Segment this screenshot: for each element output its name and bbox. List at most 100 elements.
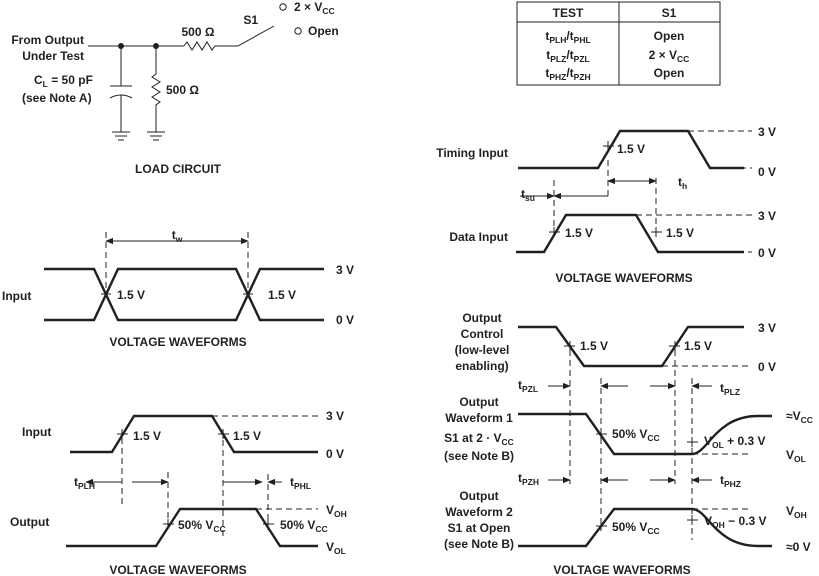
prop-vol: VOL​: [326, 540, 346, 556]
prop-voh: VOH​: [326, 503, 347, 519]
source-label-2: Under Test: [22, 49, 84, 63]
oc-3v: 3 V: [758, 321, 776, 335]
w1-label-3: (see Note B): [444, 449, 514, 463]
prop-input-waveform: [70, 414, 318, 454]
table-header-test: TEST: [553, 6, 584, 20]
prop-output-label: Output: [10, 515, 49, 529]
w1-level: 50% VCC​: [612, 427, 660, 443]
w1-vcc: ≈VCC​: [786, 409, 813, 425]
enable-disable-waveforms: Output Control (low-level enabling) 3 V …: [444, 311, 813, 576]
pulse-width-waveforms: Input 3 V 0 V tw​ 1.5 V 1.5 V VOLTAGE WA…: [2, 228, 354, 349]
w2-label-1: Waveform 2: [445, 505, 513, 519]
w2-level: 50% VCC​: [612, 520, 660, 536]
prop-3v: 3 V: [326, 409, 344, 423]
timing-input-label: Timing Input: [436, 146, 508, 160]
oc-label-1: Control: [461, 327, 504, 341]
table-row-s1-0: Open: [654, 29, 685, 43]
timing-panel-caption: VOLTAGE WAVEFORMS: [555, 271, 692, 285]
w2-label-2: S1 at Open: [448, 521, 511, 535]
w1-vol-plus: VOL​ + 0.3 V: [704, 434, 766, 450]
load-circuit: From Output Under Test 500 Ω S1 2 × VCC​…: [11, 0, 338, 176]
table-row-s1-2: Open: [654, 66, 685, 80]
timing-0v: 0 V: [758, 165, 776, 179]
w2-label-0: Output: [459, 489, 498, 503]
pulse-input-low: [44, 267, 324, 322]
prop-level-2: 1.5 V: [233, 429, 261, 443]
table-row-test-0: tPLH​/tPHL​: [545, 29, 590, 45]
pulse-level-2: 1.5 V: [268, 288, 296, 302]
tphl-label: tPHL​: [290, 475, 311, 491]
oc-label-0: Output: [462, 311, 501, 325]
tplh-label: tPLH​: [74, 475, 95, 491]
prop-out-level-2: 50% VCC​: [280, 518, 328, 534]
pulse-3v: 3 V: [336, 263, 354, 277]
cap-value: CL​ = 50 pF: [34, 73, 93, 89]
oc-label-2: (low-level: [455, 343, 510, 357]
w1-label-1: Waveform 1: [445, 411, 513, 425]
w2-voh: VOH​: [786, 504, 807, 520]
w1-label-0: Output: [459, 395, 498, 409]
res-ground: [147, 131, 165, 141]
w1-vol: VOL​: [786, 448, 806, 464]
prop-0v: 0 V: [326, 447, 344, 461]
data-3v: 3 V: [758, 209, 776, 223]
w2-zero: ≈0 V: [786, 540, 811, 554]
prop-panel-caption: VOLTAGE WAVEFORMS: [109, 563, 246, 576]
pulse-input-label: Input: [2, 289, 31, 303]
th-label: th​: [678, 175, 687, 191]
series-resistor: [183, 25, 275, 51]
output-waveform-1: [518, 412, 772, 456]
switch-pos-open-label: Open: [308, 24, 339, 38]
shunt-resistor: [151, 46, 161, 132]
switch-pos-open: [294, 27, 302, 35]
tpzl-label: tPZL​: [518, 378, 538, 394]
data-input-label: Data Input: [449, 230, 508, 244]
output-waveform-2: [518, 507, 772, 548]
enable-panel-caption: VOLTAGE WAVEFORMS: [553, 563, 690, 576]
table-row-test-2: tPHZ​/tPZH​: [545, 66, 590, 82]
oc-level-1: 1.5 V: [580, 339, 608, 353]
data-level-1: 1.5 V: [565, 226, 593, 240]
source-label-1: From Output: [11, 33, 84, 47]
data-level-2: 1.5 V: [666, 226, 694, 240]
series-resistor-label: 500 Ω: [182, 25, 215, 39]
tplz-label: tPLZ​: [720, 381, 740, 397]
prop-input-label: Input: [22, 425, 51, 439]
prop-out-level-1: 50% VCC​: [178, 518, 226, 534]
pulse-level-1: 1.5 V: [117, 288, 145, 302]
propagation-waveforms: Input 3 V 0 V 1.5 V 1.5 V tPLH​ tPHL​ Ou…: [10, 409, 347, 576]
s1-table: TEST S1 tPLH​/tPHL​ Open tPLZ​/tPZL​ 2 ×…: [516, 1, 721, 86]
switch-label: S1: [243, 13, 258, 27]
w2-label-3: (see Note B): [444, 537, 514, 551]
cap-note: (see Note A): [22, 91, 92, 105]
tsu-label: tsu​: [521, 187, 535, 203]
timing-level: 1.5 V: [617, 142, 645, 156]
tphz-label: tPHZ​: [720, 473, 741, 489]
shunt-resistor-label: 500 Ω: [166, 83, 199, 97]
timing-3v: 3 V: [758, 125, 776, 139]
table-row-test-1: tPLZ​/tPZL​: [546, 48, 589, 64]
switch-pos-vcc-label: 2 × VCC​: [294, 0, 335, 16]
oc-level-2: 1.5 V: [684, 339, 712, 353]
table-row-s1-1: 2 × VCC​: [649, 48, 690, 64]
w2-voh-minus: VOH​ − 0.3 V: [704, 514, 766, 530]
pulse-0v: 0 V: [336, 313, 354, 327]
prop-output-waveform: [66, 507, 318, 548]
table-header-s1: S1: [662, 6, 677, 20]
setup-hold-waveforms: Timing Input 3 V 0 V 1.5 V Data Input 3 …: [436, 125, 776, 285]
oc-0v: 0 V: [758, 360, 776, 374]
pulse-panel-caption: VOLTAGE WAVEFORMS: [109, 335, 246, 349]
output-control-waveform: [518, 325, 744, 368]
switch-pos-vcc: [279, 3, 287, 11]
data-input-waveform: [516, 213, 744, 254]
w1-label-2: S1 at 2 · VCC​: [444, 431, 514, 447]
load-circuit-caption: LOAD CIRCUIT: [135, 162, 222, 176]
cap-ground: [112, 131, 130, 141]
tw-label: tw​: [172, 228, 183, 244]
pulse-input-high: [44, 267, 324, 322]
oc-label-3: enabling): [455, 359, 508, 373]
tpzh-label: tPZH​: [518, 471, 539, 487]
prop-level-1: 1.5 V: [133, 429, 161, 443]
data-0v: 0 V: [758, 246, 776, 260]
